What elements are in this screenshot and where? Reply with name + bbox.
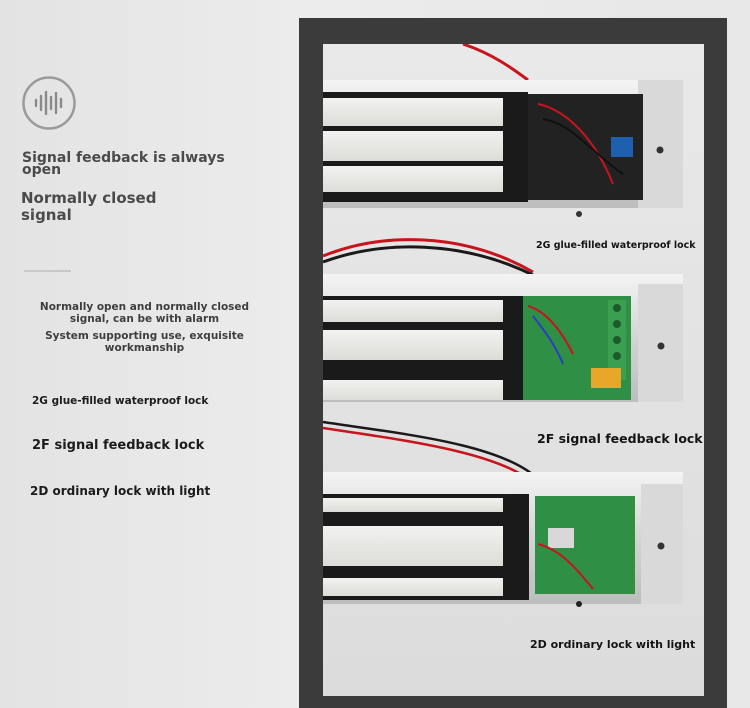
heading-signal-feedback: Signal feedback is always open [22, 150, 225, 178]
divider [24, 270, 71, 272]
tag-2d-lock: 2D ordinary lock with light [30, 484, 211, 498]
product-photo [323, 44, 704, 696]
tag-2f-lock: 2F signal feedback lock [32, 438, 205, 453]
left-panel: Signal feedback is always open Normally … [0, 0, 300, 708]
lock-2d [323, 420, 683, 607]
description-workmanship: System supporting use, exquisite workman… [45, 330, 244, 354]
photo-label-2g: 2G glue-filled waterproof lock [536, 240, 696, 251]
heading-normally-closed: Normally closed signal [21, 189, 157, 224]
lock-2f [323, 238, 683, 402]
photo-label-2d: 2D ordinary lock with light [530, 638, 696, 651]
lock-2g [323, 44, 683, 217]
photo-label-2f: 2F signal feedback lock [537, 431, 703, 446]
description-signal: Normally open and normally closed signal… [39, 301, 250, 325]
tag-2g-lock: 2G glue-filled waterproof lock [32, 395, 209, 407]
sound-wave-icon [22, 76, 76, 130]
